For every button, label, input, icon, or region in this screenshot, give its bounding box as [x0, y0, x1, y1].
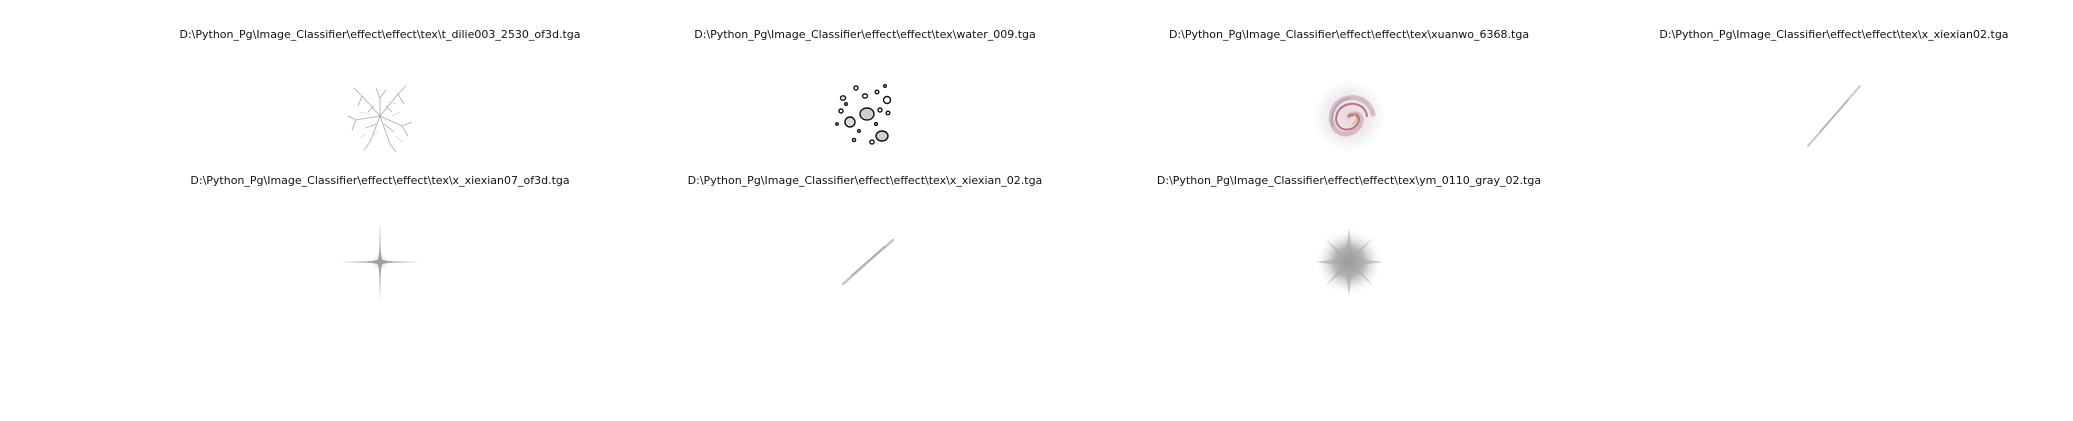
gray-burst-texture-icon — [1309, 222, 1389, 302]
panel-caption: D:\Python_Pg\Image_Classifier\effect\eff… — [1168, 28, 1530, 41]
panel-caption: D:\Python_Pg\Image_Classifier\effect\eff… — [694, 28, 1036, 41]
panel-t-dilie003: D:\Python_Pg\Image_Classifier\effect\eff… — [120, 28, 640, 173]
panel-ym-0110-gray-02: D:\Python_Pg\Image_Classifier\effect\eff… — [1089, 174, 1609, 319]
panel-x-xiexian02: D:\Python_Pg\Image_Classifier\effect\eff… — [1574, 28, 2073, 173]
crack-texture-icon — [340, 76, 420, 156]
panel-caption: D:\Python_Pg\Image_Classifier\effect\eff… — [687, 174, 1043, 187]
panel-xuanwo-6368: D:\Python_Pg\Image_Classifier\effect\eff… — [1089, 28, 1609, 173]
star-sparkle-texture-icon — [340, 222, 420, 302]
water-drops-texture-icon — [825, 76, 905, 156]
diagonal-streak-texture-icon — [825, 222, 905, 302]
panel-caption: D:\Python_Pg\Image_Classifier\effect\eff… — [1156, 174, 1542, 187]
panel-caption: D:\Python_Pg\Image_Classifier\effect\eff… — [179, 28, 581, 41]
swirl-vortex-texture-icon — [1309, 76, 1389, 156]
panel-x-xiexian-02: D:\Python_Pg\Image_Classifier\effect\eff… — [605, 174, 1125, 319]
panel-caption: D:\Python_Pg\Image_Classifier\effect\eff… — [1659, 28, 2009, 41]
panel-x-xiexian07-of3d: D:\Python_Pg\Image_Classifier\effect\eff… — [120, 174, 640, 319]
panel-caption: D:\Python_Pg\Image_Classifier\effect\eff… — [190, 174, 570, 187]
panel-water-009: D:\Python_Pg\Image_Classifier\effect\eff… — [605, 28, 1125, 173]
diagonal-streak-texture-icon — [1794, 76, 1874, 156]
